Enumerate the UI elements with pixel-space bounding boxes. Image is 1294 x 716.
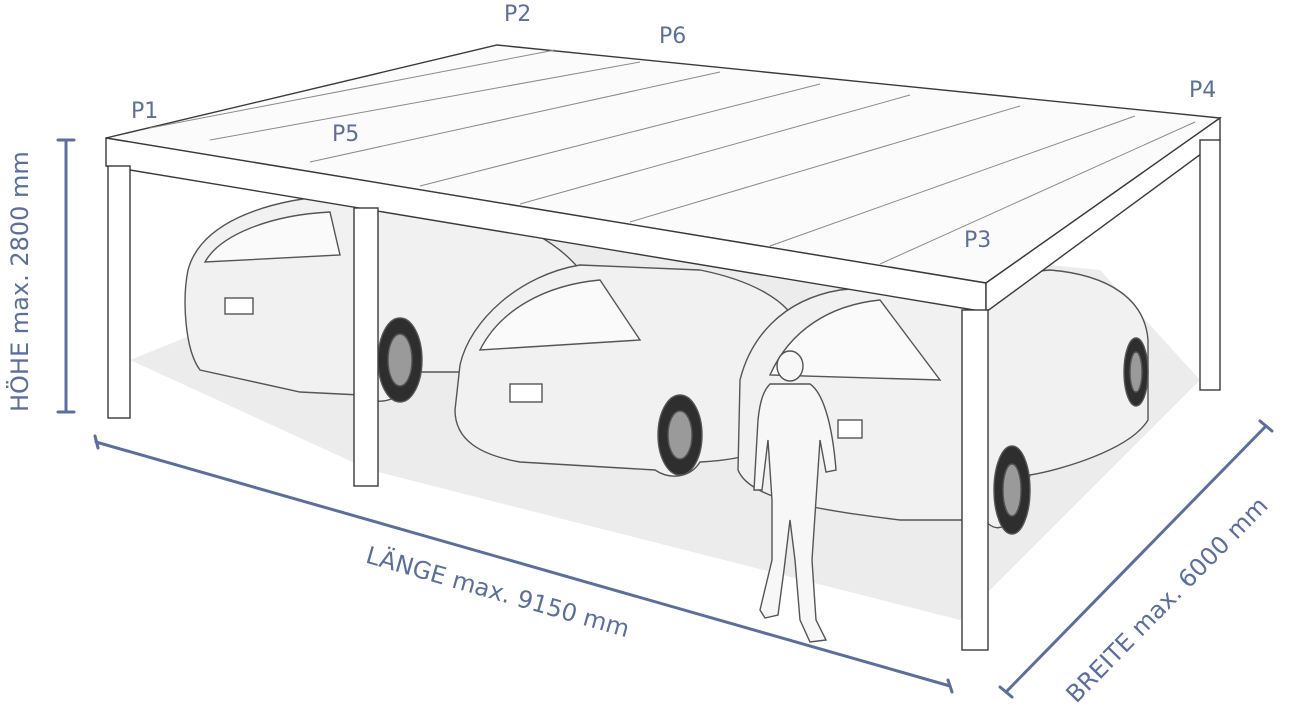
post-p5 bbox=[353, 207, 379, 487]
label-p4: P4 bbox=[1189, 78, 1217, 103]
dimension-lines bbox=[56, 138, 1274, 699]
car-middle bbox=[454, 264, 801, 477]
carport-roof bbox=[105, 44, 1222, 314]
post-p4 bbox=[1199, 139, 1221, 391]
width-dimension-line bbox=[1004, 424, 1268, 694]
label-p2: P2 bbox=[504, 2, 532, 27]
label-p1: P1 bbox=[131, 99, 159, 124]
label-p3: P3 bbox=[964, 228, 992, 253]
post-p1 bbox=[107, 165, 131, 419]
label-p6: P6 bbox=[659, 24, 687, 49]
height-dimension-label: HÖHE max. 2800 mm bbox=[6, 151, 34, 412]
carport-posts bbox=[107, 139, 1221, 651]
label-p5: P5 bbox=[332, 122, 360, 147]
post-p3 bbox=[961, 309, 989, 651]
person-figure bbox=[753, 350, 837, 643]
car-right bbox=[737, 269, 1149, 535]
length-dimension-line bbox=[94, 440, 952, 688]
